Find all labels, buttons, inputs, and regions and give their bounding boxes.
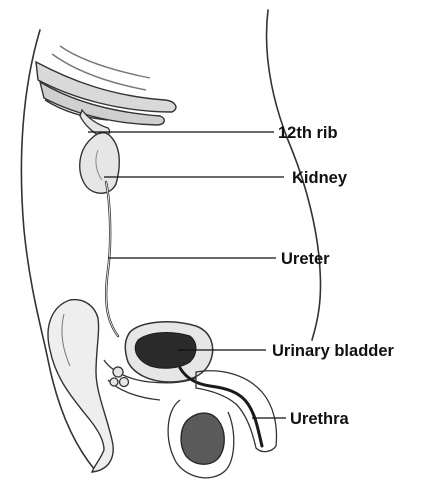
kidney	[80, 133, 120, 194]
label-kidney: Kidney	[292, 169, 348, 187]
label-12th-rib: 12th rib	[278, 124, 338, 142]
label-urethra: Urethra	[290, 410, 350, 428]
pelvic-bone	[48, 300, 113, 472]
label-urinary-bladder: Urinary bladder	[272, 342, 395, 360]
testis	[181, 413, 224, 464]
rib-cage	[36, 46, 176, 125]
label-ureter: Ureter	[281, 250, 330, 268]
